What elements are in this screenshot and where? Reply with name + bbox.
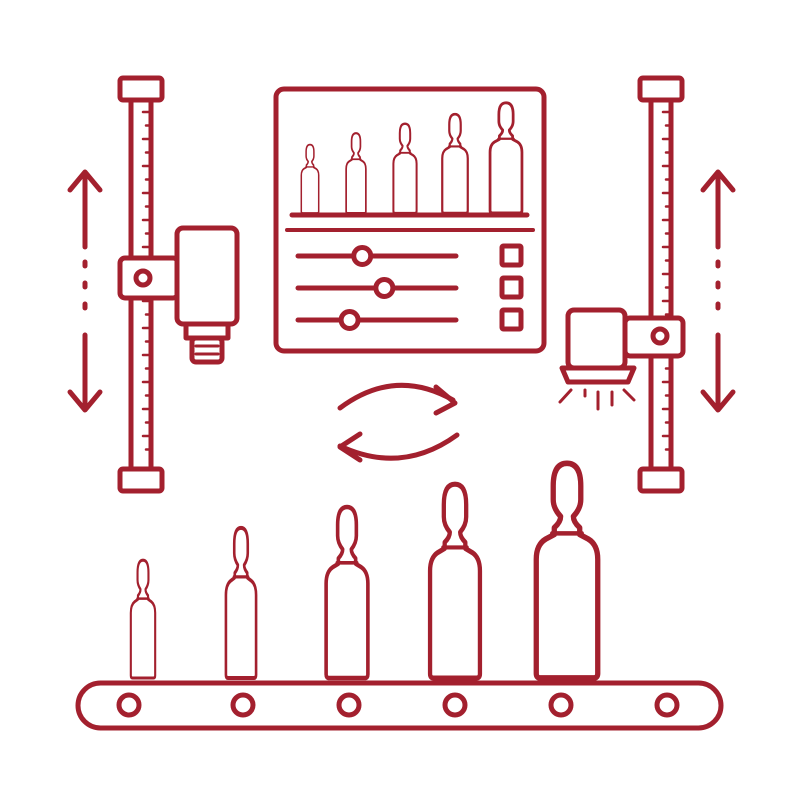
ampoule-icon	[129, 558, 157, 680]
conveyor-belt-icon	[75, 680, 724, 731]
checkbox-icon	[499, 243, 524, 268]
ampoule-icon	[430, 484, 480, 678]
checkbox-icon	[499, 275, 524, 300]
conveyor-roller	[548, 692, 574, 718]
conveyor-roller	[442, 692, 468, 718]
ampoule-icon	[536, 463, 597, 678]
conveyor-roller	[336, 692, 362, 718]
ampoule-row	[129, 463, 598, 680]
left-movement-arrow	[67, 169, 103, 413]
camera-icon	[117, 225, 240, 365]
slider-icon	[338, 309, 361, 331]
conveyor-roller	[116, 692, 142, 718]
ampoule-icon	[223, 525, 259, 680]
conveyor-roller	[654, 692, 680, 718]
right-rail	[637, 75, 685, 494]
control-panel-icon	[273, 86, 547, 354]
slider-icon	[351, 245, 374, 267]
right-movement-arrow	[700, 169, 736, 413]
conveyor-roller	[230, 692, 256, 718]
ampoule-icon	[326, 507, 368, 678]
cycle-arrows-icon	[337, 382, 460, 463]
lamp-icon	[558, 307, 686, 411]
checkbox-icon	[499, 307, 524, 332]
slider-icon	[373, 277, 396, 299]
